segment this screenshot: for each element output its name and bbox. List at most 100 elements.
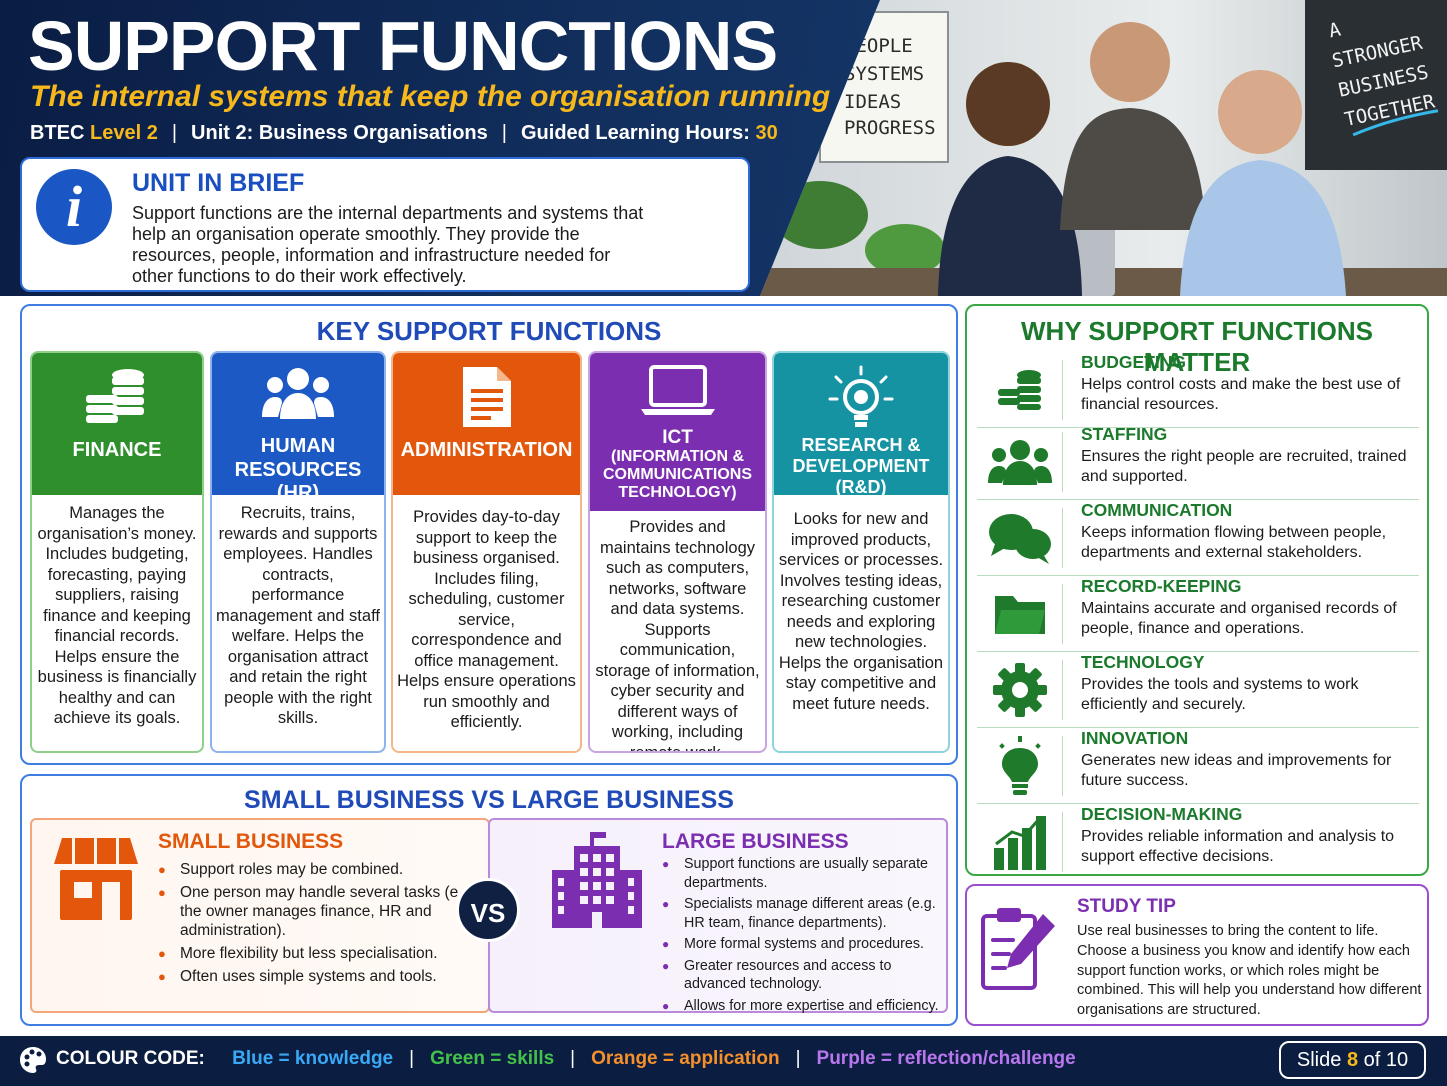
unit-in-brief: i UNIT IN BRIEF Support functions are th… <box>20 157 750 292</box>
page-title: SUPPORT FUNCTIONS <box>28 7 778 85</box>
small-vs-large: SMALL BUSINESS VS LARGE BUSINESS SMALL B… <box>20 774 958 1026</box>
large-business-title: LARGE BUSINESS <box>662 830 849 853</box>
list-item: More formal systems and procedures. <box>662 935 947 954</box>
list-item: Support functions are usually separate d… <box>662 855 947 892</box>
chalkboard-line-1: A <box>1327 18 1343 42</box>
course-meta: BTEC Level 2|Unit 2: Business Organisati… <box>30 122 778 144</box>
function-name-line-4: TECHNOLOGY) <box>618 484 737 501</box>
function-name: FINANCE <box>72 439 162 461</box>
chat-bubbles-icon <box>988 514 1051 564</box>
why-item-title: COMMUNICATION <box>1081 500 1233 520</box>
study-tip-title: STUDY TIP <box>1077 896 1176 917</box>
small-business-title: SMALL BUSINESS <box>158 830 344 853</box>
function-name-line-2: DEVELOPMENT (R&D) <box>792 456 930 497</box>
slide-prefix: Slide <box>1296 1049 1342 1071</box>
people-icon <box>262 368 334 419</box>
list-item: More flexibility but less specialisation… <box>158 944 483 963</box>
level: Level 2 <box>90 122 158 144</box>
why-item-text: Provides the tools and systems to work e… <box>1081 676 1359 713</box>
slide-counter: Slide 8 of 10 <box>1279 1041 1426 1079</box>
why-item-title: STAFFING <box>1081 424 1168 444</box>
header-banner: PEOPLE SYSTEMS IDEAS PROGRESS A STRONGER… <box>0 0 1447 296</box>
function-name-line-1: HUMAN <box>260 435 336 457</box>
document-icon <box>462 367 511 427</box>
key-functions-title: KEY SUPPORT FUNCTIONS <box>316 316 662 346</box>
list-item: Often uses simple systems and tools. <box>158 967 483 986</box>
slide-number: 8 <box>1346 1049 1359 1071</box>
qualification: BTEC <box>30 122 85 144</box>
key-support-functions: KEY SUPPORT FUNCTIONS FINANCE Manages th… <box>20 304 958 765</box>
why-item-title: DECISION-MAKING <box>1081 804 1243 824</box>
coins-icon <box>997 370 1041 410</box>
list-item: Support roles may be combined. <box>158 860 483 879</box>
coins-icon <box>86 369 144 423</box>
lightbulb-icon <box>998 736 1041 795</box>
unit: Unit 2: Business Organisations <box>191 122 488 144</box>
colour-code-label: COLOUR CODE: <box>56 1048 205 1069</box>
function-card-ict: ICT (INFORMATION & COMMUNICATIONS TECHNO… <box>588 351 767 753</box>
folder-icon <box>994 596 1045 634</box>
footer: COLOUR CODE: Blue = knowledge|Green = sk… <box>0 1036 1447 1086</box>
laptop-icon <box>640 365 715 415</box>
info-icon: i <box>36 169 112 245</box>
team-photo: PEOPLE SYSTEMS IDEAS PROGRESS A STRONGER… <box>760 0 1447 296</box>
why-item-title: INNOVATION <box>1081 728 1189 748</box>
why-title: WHY SUPPORT FUNCTIONS MATTER <box>1021 316 1373 377</box>
function-desc: Provides and maintains technology such a… <box>595 518 760 753</box>
function-desc: Provides day-to-day support to keep the … <box>397 508 576 731</box>
shop-icon <box>54 838 138 920</box>
team-photo-illustration: PEOPLE SYSTEMS IDEAS PROGRESS A STRONGER… <box>760 0 1447 296</box>
function-name-line-2: RESOURCES (HR) <box>234 459 362 504</box>
function-desc: Recruits, trains, rewards and supports e… <box>216 504 380 727</box>
why-item-text: Generates new ideas and improvements for… <box>1081 752 1392 789</box>
list-item: Allows for more expertise and efficiency… <box>662 997 947 1016</box>
gear-icon <box>992 663 1047 717</box>
why-item-text: Provides reliable information and analys… <box>1081 828 1395 865</box>
function-name-line-3: COMMUNICATIONS <box>602 466 753 483</box>
hours-value: 30 <box>755 122 778 144</box>
small-business-list: Support roles may be combined. One perso… <box>158 860 483 990</box>
palette-icon <box>20 1047 46 1073</box>
why-item-text: Maintains accurate and organised records… <box>1081 600 1397 637</box>
brief-title: UNIT IN BRIEF <box>132 169 305 197</box>
why-item-text: Helps control costs and make the best us… <box>1081 376 1401 413</box>
why-item-text: Keeps information flowing between people… <box>1081 524 1387 561</box>
code-purple: Purple = reflection/challenge <box>816 1048 1076 1069</box>
function-name: ADMINISTRATION <box>400 439 573 461</box>
function-card-rnd: RESEARCH & DEVELOPMENT (R&D) Looks for n… <box>772 351 950 753</box>
why-support-functions-matter: WHY SUPPORT FUNCTIONS MATTER BUDGETING H… <box>965 304 1429 876</box>
why-item-staffing: STAFFING Ensures the right people are re… <box>977 424 1419 500</box>
why-item-title: TECHNOLOGY <box>1081 652 1205 672</box>
slide-total: of 10 <box>1363 1049 1409 1071</box>
why-item-title: BUDGETING <box>1081 352 1186 372</box>
why-item-title: RECORD-KEEPING <box>1081 576 1242 596</box>
function-name-line-1: RESEARCH & <box>801 435 921 455</box>
small-business-panel: SMALL BUSINESS Support roles may be comb… <box>30 818 490 1013</box>
code-green: Green = skills <box>430 1048 555 1069</box>
list-item: Specialists manage different areas (e.g.… <box>662 895 947 932</box>
clipboard-pencil-icon <box>981 908 1055 990</box>
lightbulb-gear-icon <box>828 365 894 427</box>
function-desc: Manages the organisation’s money. Includ… <box>37 504 197 727</box>
function-name-line-1: ICT <box>662 427 693 448</box>
hours-label: Guided Learning Hours: <box>520 122 750 144</box>
page-subtitle: The internal systems that keep the organ… <box>30 80 831 113</box>
why-item-innovation: INNOVATION Generates new ideas and impro… <box>977 728 1419 804</box>
brief-text: Support functions are the internal depar… <box>132 203 644 286</box>
function-name-line-2: (INFORMATION & <box>610 448 744 465</box>
bar-chart-icon <box>993 816 1046 870</box>
function-card-hr: HUMAN RESOURCES (HR) Recruits, trains, r… <box>210 351 386 753</box>
large-business-panel: LARGE BUSINESS Support functions are usu… <box>488 818 948 1015</box>
whiteboard-line-3: IDEAS <box>844 91 901 113</box>
whiteboard-line-2: SYSTEMS <box>844 63 924 85</box>
vs-badge: VS <box>456 878 520 942</box>
colour-code: COLOUR CODE: Blue = knowledge|Green = sk… <box>56 1048 1076 1069</box>
code-blue: Blue = knowledge <box>232 1048 394 1069</box>
why-item-text: Ensures the right people are recruited, … <box>1081 448 1407 485</box>
why-item-communication: COMMUNICATION Keeps information flowing … <box>977 500 1419 576</box>
whiteboard-line-4: PROGRESS <box>844 117 936 139</box>
why-item-record-keeping: RECORD-KEEPING Maintains accurate and or… <box>977 576 1419 652</box>
function-card-finance: FINANCE Manages the organisation’s money… <box>30 351 204 753</box>
function-card-administration: ADMINISTRATION Provides day-to-day suppo… <box>391 351 582 753</box>
large-business-list: Support functions are usually separate d… <box>662 855 947 1018</box>
